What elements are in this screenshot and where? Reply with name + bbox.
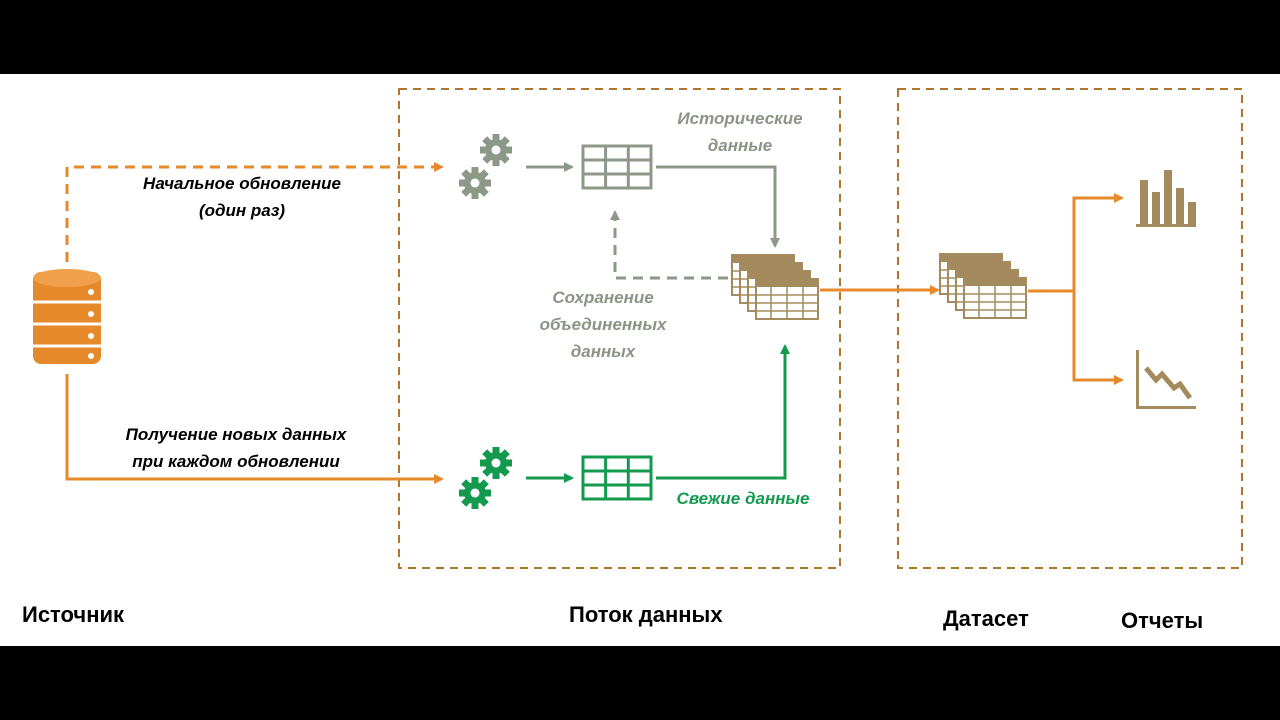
historical-to-merged-arrow [656, 165, 780, 248]
gear-icon [459, 447, 512, 509]
merged-tables-icon [732, 255, 818, 319]
source-title: Источник [22, 602, 125, 627]
dataset-tables-icon [939, 253, 1027, 319]
initial-refresh-line2: (один раз) [198, 201, 286, 220]
database-icon [33, 269, 101, 364]
initial-refresh-arrow [65, 162, 444, 262]
dataset-to-reports-arrows [1028, 193, 1124, 293]
save-line2: объединенных [539, 315, 667, 334]
gear-icon [459, 134, 512, 199]
fresh-to-merged-arrow [656, 344, 790, 480]
dataset-to-reports-arrows-lower [1072, 291, 1124, 385]
incremental-line1: Получение новых данных [125, 425, 347, 444]
initial-refresh-line1: Начальное обновление [143, 174, 341, 193]
historical-line2: данные [707, 136, 773, 155]
historical-data-label: Исторические данные [664, 105, 816, 159]
historical-table-icon [581, 144, 653, 190]
bar-chart-icon [1136, 170, 1196, 227]
dataset-reports-container [897, 88, 1243, 569]
initial-refresh-label: Начальное обновление (один раз) [120, 170, 364, 224]
incremental-refresh-label: Получение новых данных при каждом обновл… [100, 421, 372, 475]
save-line3: данных [570, 342, 636, 361]
dataflow-title: Поток данных [569, 602, 723, 627]
save-merged-label: Сохранение объединенных данных [521, 284, 685, 365]
line-chart-icon [1136, 350, 1196, 409]
save-merged-arrow [610, 210, 728, 280]
reports-title: Отчеты [1121, 608, 1204, 633]
dataset-title: Датасет [943, 606, 1029, 631]
fresh-table-icon [581, 455, 653, 501]
dataflow-container [398, 88, 841, 569]
diagram-canvas: Начальное обновление (один раз) Получени… [0, 74, 1280, 646]
data-flow-diagram [33, 88, 1243, 569]
incremental-refresh-arrow [65, 374, 444, 484]
incremental-line2: при каждом обновлении [132, 452, 340, 471]
save-line1: Сохранение [552, 288, 654, 307]
historical-line1: Исторические [677, 109, 803, 128]
fresh-data-label: Свежие данные [676, 489, 810, 508]
